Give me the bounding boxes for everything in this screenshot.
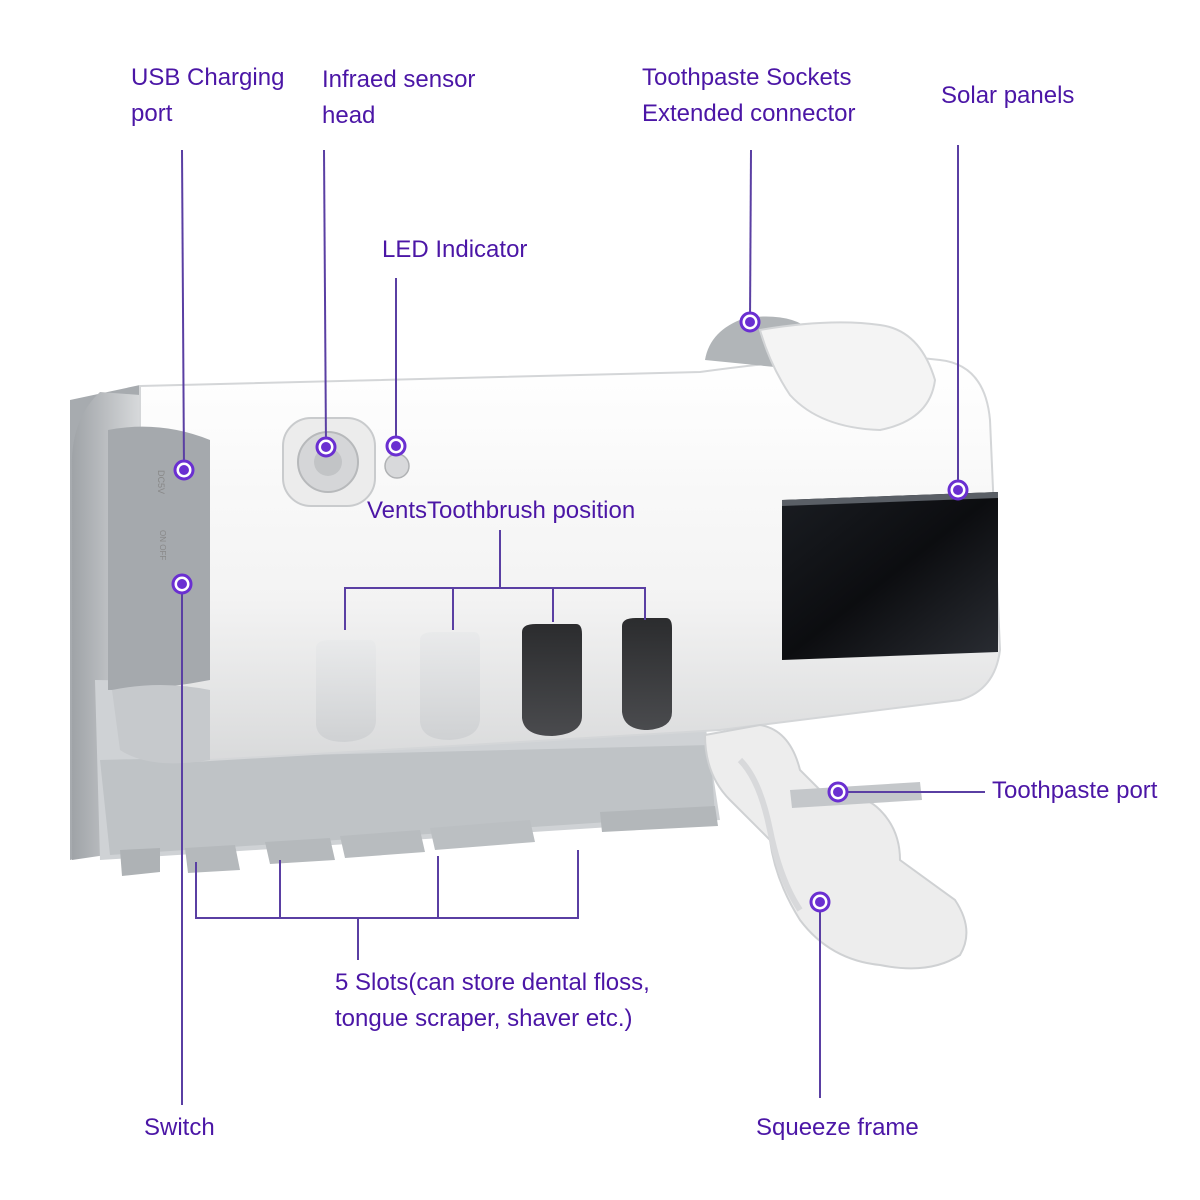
label-line: 5 Slots(can store dental floss, [335,969,650,996]
label-line: Extended connector [642,100,856,127]
label-switch: Switch [144,1114,215,1141]
leader-lines [181,145,985,1105]
label-squeeze-frame: Squeeze frame [756,1114,919,1141]
label-line: head [322,102,376,129]
label-vents-toothbrush: VentsToothbrush position [367,497,636,524]
label-usb-charging-port: USB Charging port [131,60,284,132]
solar-panel [782,492,998,660]
squeeze-handle [703,723,968,970]
toothpaste-socket [705,316,937,432]
port-marking: DC5V [156,470,166,494]
toothbrush-slots [316,618,672,742]
label-five-slots: 5 Slots(can store dental floss, tongue s… [335,965,650,1037]
label-toothpaste-sockets: Toothpaste Sockets Extended connector [642,60,855,132]
label-line: USB Charging [131,64,285,91]
label-toothpaste-port: Toothpaste port [992,777,1158,804]
label-solar-panels: Solar panels [941,82,1075,109]
label-led-indicator: LED Indicator [382,236,528,263]
label-line: Infraed sensor [322,66,476,93]
label-line: tongue scraper, shaver etc.) [335,1005,633,1032]
label-infrared-sensor: Infraed sensor head [322,62,475,134]
callout-dots [171,311,969,913]
switch-marking: ON OFF [158,530,167,560]
label-line: port [131,100,173,127]
label-line: Toothpaste Sockets [642,64,852,91]
